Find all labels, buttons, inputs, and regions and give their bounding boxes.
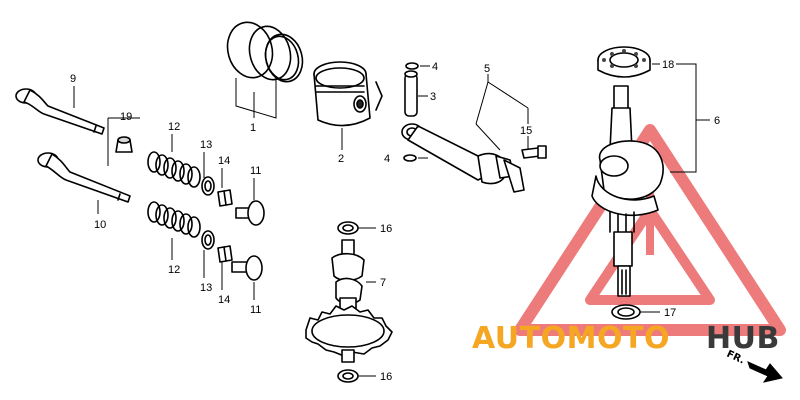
cam-washer-top — [337, 221, 359, 235]
watermark-text-automoto: AUTOMOTO — [472, 321, 670, 356]
exhaust-valve — [37, 152, 131, 203]
spring-seat-top — [201, 176, 215, 196]
rod-bolt — [521, 145, 547, 159]
callout-pin-clip-top: 4 — [432, 61, 438, 73]
valve-spring-bottom — [147, 201, 201, 238]
crankshaft — [591, 85, 664, 297]
callout-piston-rings: 1 — [250, 122, 256, 134]
callout-numbers: 9 10 19 12 12 13 13 14 14 11 11 1 2 4 3 … — [70, 59, 720, 383]
cam-washer-bottom — [337, 369, 359, 383]
callout-valve-retainer-top: 11 — [250, 165, 261, 177]
callout-valve-spring-bottom: 12 — [168, 264, 180, 276]
valve-cotter-bottom — [217, 245, 233, 263]
intake-valve — [15, 88, 105, 135]
valve-spring-top — [147, 151, 201, 188]
callout-valve-cotter-bottom: 14 — [218, 294, 230, 306]
callout-piston: 2 — [338, 153, 344, 165]
callout-crank-washer: 17 — [664, 307, 676, 319]
callout-bearing: 18 — [662, 59, 674, 71]
valve-stem-seal — [107, 117, 140, 166]
arrow-right-icon — [747, 361, 783, 383]
connecting-rod — [401, 123, 525, 193]
callout-valve-retainer-bottom: 11 — [250, 304, 261, 316]
callout-valve-spring-top: 12 — [168, 121, 180, 133]
piston-pin — [404, 70, 418, 117]
callout-cam-washer-bottom: 16 — [380, 371, 392, 383]
pin-clip-top — [405, 62, 419, 70]
callout-exhaust-valve: 10 — [94, 219, 106, 231]
bearing — [597, 46, 651, 78]
camshaft — [305, 239, 393, 363]
callout-spring-seat-top: 13 — [200, 139, 212, 151]
valve-retainer-top — [235, 200, 265, 226]
piston-rings — [226, 21, 304, 119]
valve-cotter-top — [217, 189, 233, 207]
callout-rod-bolt: 15 — [520, 125, 532, 137]
crank-washer — [611, 304, 641, 320]
pin-clip-bottom — [403, 154, 417, 162]
callout-pin-clip-bottom: 4 — [384, 153, 390, 165]
watermark-logo: AUTOMOTO HUB — [472, 321, 780, 356]
callout-valve-cotter-top: 14 — [218, 155, 230, 167]
callout-valve-stem-seal: 19 — [120, 111, 132, 123]
callout-spring-seat-bottom: 13 — [200, 282, 212, 294]
watermark-text-hub: HUB — [706, 321, 780, 356]
leader-lines — [73, 63, 710, 377]
callout-piston-pin: 3 — [430, 91, 436, 103]
valve-retainer-bottom — [231, 255, 263, 281]
callout-connecting-rod: 5 — [484, 63, 490, 75]
spring-seat-bottom — [201, 230, 215, 250]
callout-camshaft: 7 — [380, 277, 386, 289]
piston — [313, 61, 383, 127]
callout-intake-valve: 9 — [70, 73, 76, 85]
callout-cam-washer-top: 16 — [380, 223, 392, 235]
callout-crankshaft: 6 — [714, 115, 720, 127]
